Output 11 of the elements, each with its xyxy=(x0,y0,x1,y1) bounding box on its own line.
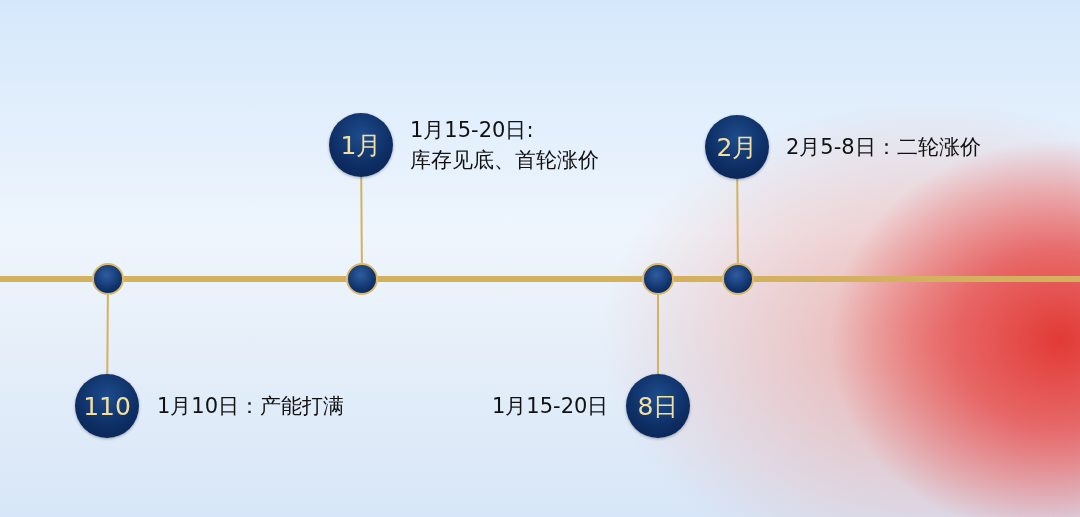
timeline-rail xyxy=(378,276,642,282)
timeline-rail xyxy=(124,276,346,282)
connector-line xyxy=(360,176,363,264)
event-text: 1月15-20日 xyxy=(492,393,609,420)
connector-line xyxy=(736,178,739,264)
timeline-rail xyxy=(674,276,722,282)
event-text: 1月10日：产能打满 xyxy=(157,393,345,420)
event-text: 1月15-20日:库存见底、首轮涨价 xyxy=(410,117,599,174)
connector-line xyxy=(106,294,109,375)
connector-line xyxy=(657,294,659,375)
event-text: 2月5-8日：二轮涨价 xyxy=(786,134,981,161)
